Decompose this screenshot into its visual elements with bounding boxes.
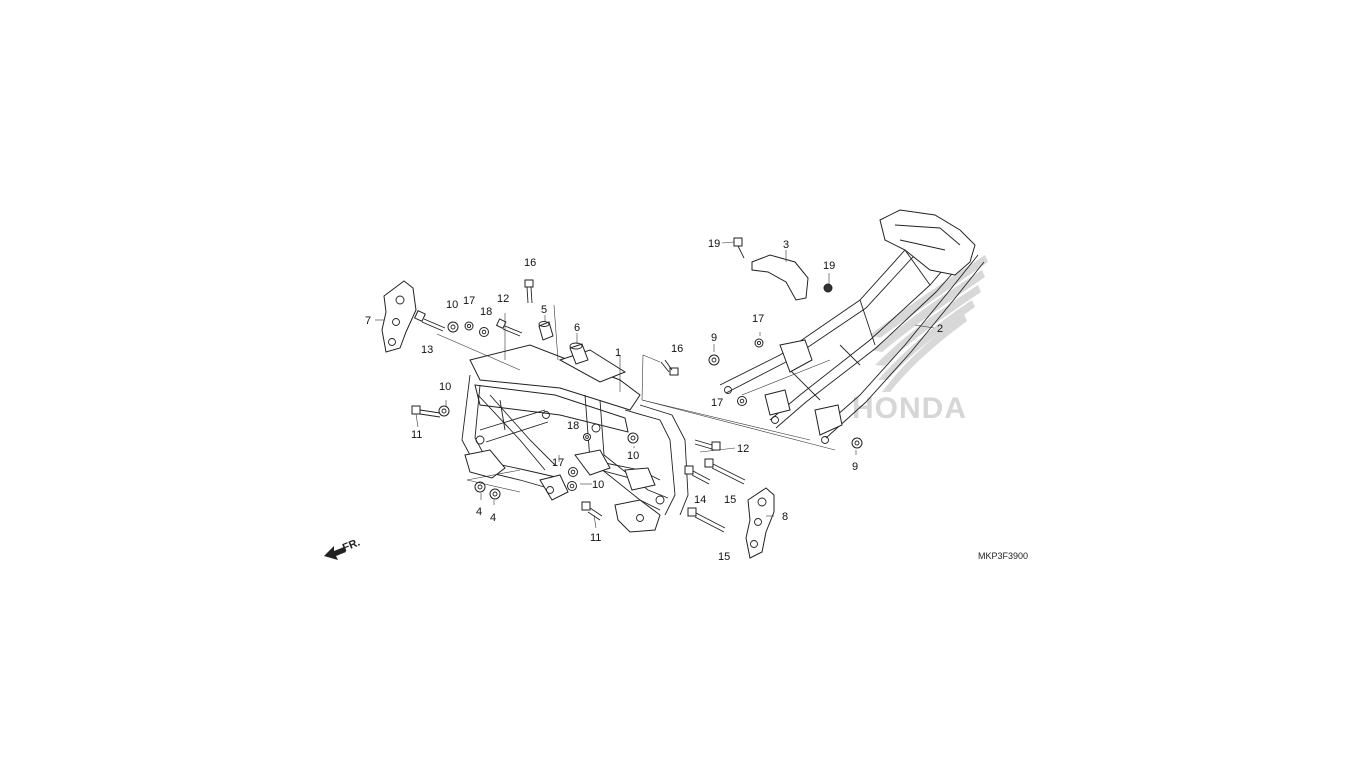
callout-9: 9 (711, 332, 717, 344)
callout-15: 15 (724, 494, 736, 506)
callout-18: 18 (480, 306, 492, 318)
callout-3: 3 (783, 239, 789, 251)
callout-17: 17 (463, 295, 475, 307)
bolts (411, 237, 746, 533)
callout-1: 1 (615, 347, 621, 359)
callout-17: 17 (552, 457, 564, 469)
rear-bracket (751, 254, 809, 301)
callout-16: 16 (671, 343, 683, 355)
callout-15: 15 (718, 551, 730, 563)
callout-11: 11 (411, 429, 422, 441)
callout-labels: 1 2 3 4 4 5 6 7 8 9 9 10 10 10 10 11 11 … (365, 238, 943, 563)
callout-10: 10 (446, 299, 458, 311)
callout-18: 18 (567, 420, 579, 432)
arrow-left-icon (324, 546, 346, 560)
left-hanger-plate (381, 280, 417, 353)
callout-17: 17 (752, 313, 764, 325)
callout-12: 12 (497, 293, 509, 305)
drawing-code: MKP3F3900 (978, 551, 1028, 561)
front-direction-arrow: FR. (324, 536, 362, 560)
honda-wing-watermark (870, 255, 988, 392)
callout-8: 8 (782, 511, 788, 523)
direction-label: FR. (341, 536, 362, 554)
callout-6: 6 (574, 322, 580, 334)
callout-5: 5 (541, 304, 547, 316)
callout-2: 2 (937, 323, 943, 335)
callout-14: 14 (694, 494, 706, 506)
callout-19: 19 (823, 260, 835, 272)
callout-10: 10 (439, 381, 451, 393)
right-hanger-plate (745, 487, 775, 559)
callout-7: 7 (365, 315, 371, 327)
leader-lines (375, 241, 935, 529)
callout-12: 12 (737, 443, 749, 455)
callout-17: 17 (711, 397, 723, 409)
callout-11: 11 (590, 532, 601, 544)
honda-wordmark-watermark: HONDA (852, 392, 967, 425)
callout-4: 4 (490, 512, 496, 524)
rear-subframe (719, 209, 985, 444)
callout-10: 10 (627, 450, 639, 462)
callout-4: 4 (476, 506, 482, 518)
callout-10: 10 (592, 479, 604, 491)
nuts-and-washers (438, 283, 863, 500)
main-frame-body (461, 344, 689, 533)
callout-19: 19 (708, 238, 720, 250)
callout-9: 9 (852, 461, 858, 473)
callout-13: 13 (421, 344, 433, 356)
callout-16: 16 (524, 257, 536, 269)
